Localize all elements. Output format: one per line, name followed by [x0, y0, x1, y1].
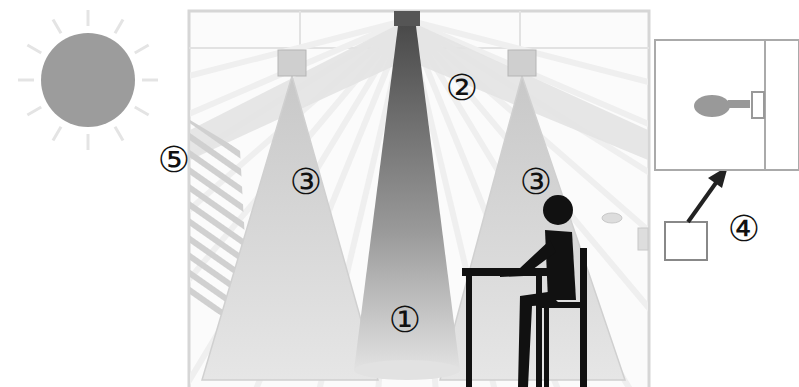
sun-ray	[53, 19, 61, 33]
sun-ray	[27, 45, 41, 53]
callout-number: ②	[446, 70, 478, 106]
wall-fixture	[508, 50, 536, 76]
sun	[18, 10, 158, 150]
sun-ray	[142, 79, 158, 82]
sun-ray	[87, 134, 90, 150]
callout-number: ①	[389, 302, 421, 338]
sun-ray	[53, 127, 61, 141]
switch-detail	[655, 40, 799, 260]
person-at-desk	[462, 195, 587, 387]
sun-ray	[27, 107, 41, 115]
sensor	[602, 213, 648, 250]
wall-fixture	[278, 50, 306, 76]
callout-number: ③	[520, 164, 552, 200]
sun-ray	[115, 19, 123, 33]
sun-ray	[115, 127, 123, 141]
callout-number: ⑤	[158, 142, 190, 178]
sun-ray	[135, 107, 149, 115]
downlight-cone	[354, 26, 460, 370]
task-light-cone	[202, 76, 378, 380]
callout-number: ③	[290, 164, 322, 200]
sun-ray	[18, 79, 34, 82]
sun-ray	[135, 45, 149, 53]
ceiling-fixture	[394, 11, 420, 26]
callout-number: ④	[728, 211, 760, 247]
sun-ray	[87, 10, 90, 26]
